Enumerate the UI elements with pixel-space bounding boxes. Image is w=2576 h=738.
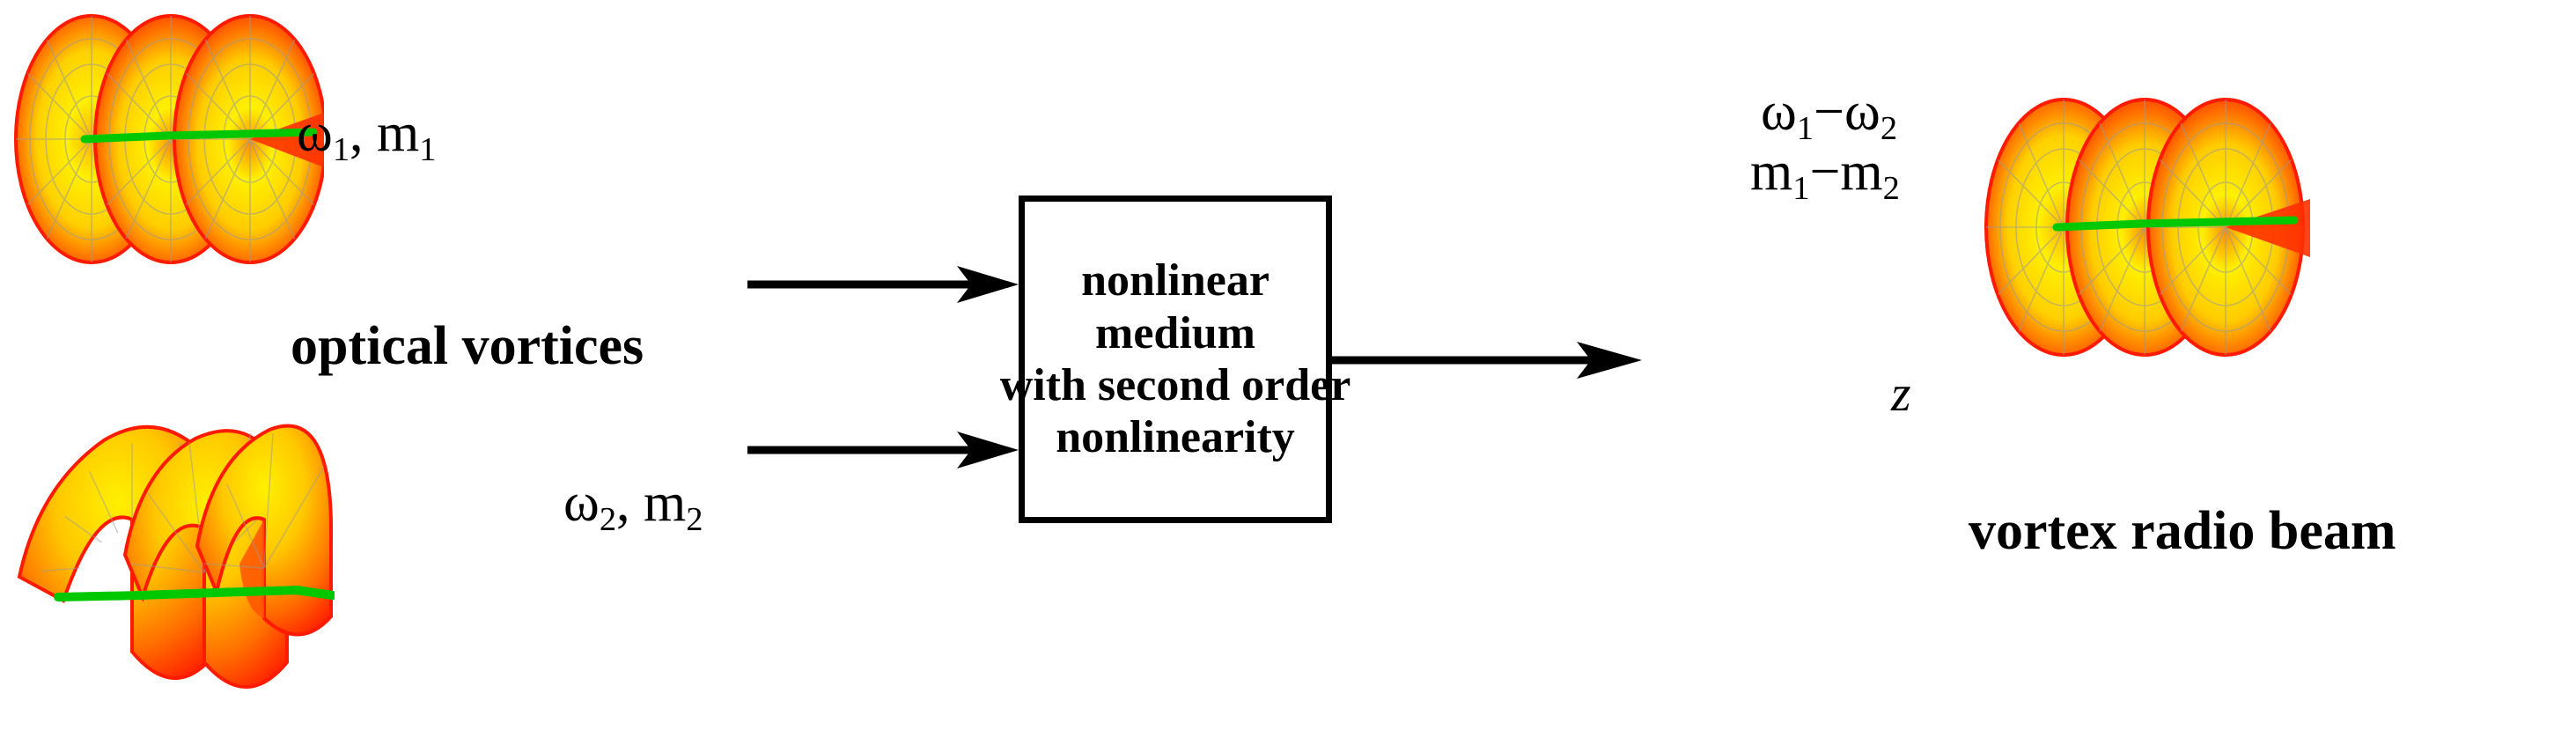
m-subscript-2: 2	[686, 500, 703, 538]
caption-vortex-radio-beam: vortex radio beam	[1969, 501, 2396, 561]
omega-symbol-2: ω	[563, 473, 600, 533]
omega-subscript: 1	[332, 130, 350, 168]
m-out-subscript-2: 2	[1882, 169, 1900, 207]
omega-subscript-2: 2	[599, 500, 617, 538]
m-subscript: 1	[419, 130, 437, 168]
m-symbol: m	[377, 103, 420, 163]
input-arrow-1	[747, 266, 1019, 303]
output-beam-axis-line	[2052, 216, 2299, 232]
m-out-subscript-1: 1	[1792, 169, 1810, 207]
input-arrow-2	[747, 432, 1019, 469]
omega-out-subscript-1: 1	[1796, 109, 1814, 147]
m-symbol-2: m	[644, 473, 687, 533]
output-helix-turn-3	[2146, 98, 2310, 357]
minus-sign-frequency: −	[1814, 82, 1844, 142]
beam-axis-line	[80, 128, 318, 144]
propagation-axis-label: z	[1891, 365, 1911, 422]
output-frequency-label: ω1−ω2	[1761, 85, 1897, 145]
minus-sign-mode: −	[1809, 142, 1841, 202]
input-beam-2-helix	[17, 424, 335, 689]
input-2-frequency-mode-label: ω2, m2	[563, 476, 703, 536]
comma-2: ,	[616, 473, 630, 533]
input-1-frequency-mode-label: ω1, m1	[297, 106, 436, 166]
comma: ,	[350, 103, 364, 163]
output-mode-label: m1−m2	[1750, 144, 1900, 205]
input-beam-1-helix	[14, 14, 324, 264]
medium-line-2: medium	[1095, 307, 1255, 358]
omega-symbol: ω	[297, 103, 333, 163]
omega-symbol-out-2: ω	[1844, 82, 1880, 142]
medium-line-4: nonlinearity	[1056, 412, 1295, 463]
medium-line-1: nonlinear	[1081, 255, 1270, 306]
output-beam-helix	[1984, 98, 2310, 357]
beam-axis-line-2	[54, 586, 335, 601]
omega-out-subscript-2: 2	[1880, 109, 1898, 147]
m-symbol-out-2: m	[1840, 142, 1883, 202]
medium-line-3: with second order	[999, 360, 1351, 410]
m-symbol-out-1: m	[1750, 142, 1793, 202]
omega-symbol-out-1: ω	[1761, 82, 1797, 142]
helix-sheet-3	[195, 424, 334, 637]
output-arrow	[1328, 342, 1642, 379]
caption-optical-vortices: optical vortices	[291, 316, 644, 376]
nonlinear-medium-box[interactable]: nonlinear medium with second order nonli…	[1000, 196, 1351, 523]
